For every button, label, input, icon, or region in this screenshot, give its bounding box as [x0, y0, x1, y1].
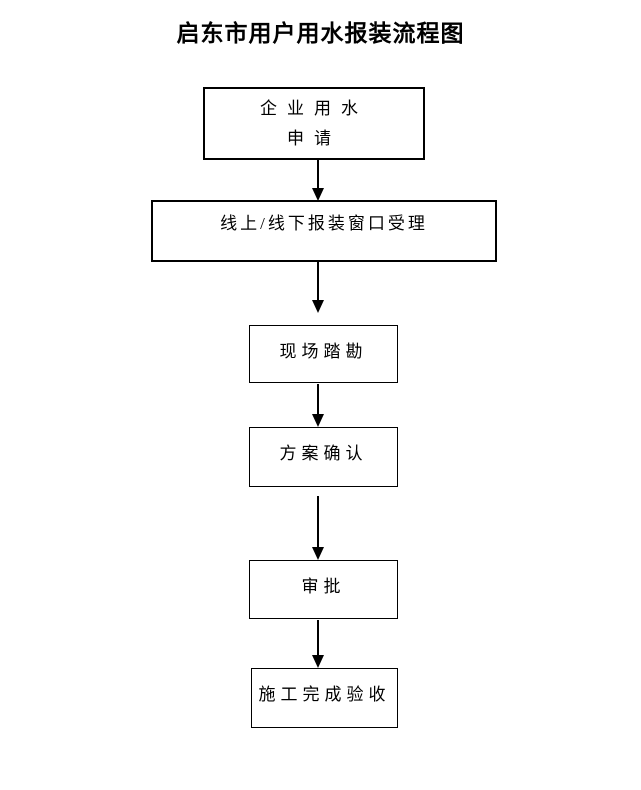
arrow-down-icon	[312, 496, 324, 560]
flow-node-plan-confirmation: 方案确认	[249, 427, 398, 487]
flow-node-enterprise-water-application: 企业用水 申请	[203, 87, 425, 160]
node-label: 申请	[287, 129, 341, 148]
arrow-down-icon	[312, 160, 324, 201]
node-label: 审批	[301, 577, 346, 596]
page-title: 启东市用户用水报装流程图	[176, 20, 465, 46]
flow-node-window-acceptance: 线上/线下报装窗口受理	[151, 200, 497, 262]
node-label: 线上/线下报装窗口受理	[220, 214, 428, 233]
arrow-down-icon	[312, 262, 324, 313]
arrow-down-icon	[312, 620, 324, 668]
node-label: 施工完成验收	[258, 685, 391, 704]
node-label: 企业用水	[260, 99, 368, 118]
flow-node-approval: 审批	[249, 560, 398, 619]
node-label: 现场踏勘	[279, 342, 368, 361]
node-label: 方案确认	[279, 444, 368, 463]
arrow-down-icon	[312, 384, 324, 427]
flow-node-site-survey: 现场踏勘	[249, 325, 398, 383]
flow-node-construction-completion-acceptance: 施工完成验收	[251, 668, 398, 728]
